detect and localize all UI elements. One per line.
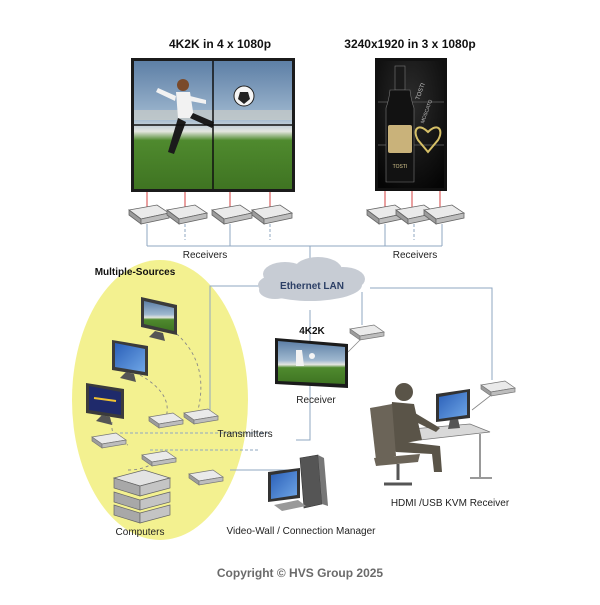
right-wall-title: 3240x1920 in 3 x 1080p [344, 37, 475, 51]
receiver-label: Receiver [296, 395, 336, 406]
bottle-brand-text: TOSTI [393, 164, 408, 170]
fourk-receiver-box [349, 324, 385, 341]
ethernet-label: Ethernet LAN [280, 281, 344, 292]
manager-monitor [268, 468, 306, 511]
source-monitor-1 [141, 297, 177, 341]
fourk-monitor [275, 338, 348, 388]
fourk-link [347, 339, 361, 353]
copyright-text: Copyright © HVS Group 2025 [217, 566, 384, 580]
fourk-title: 4K2K [299, 326, 325, 337]
source-monitor-3 [86, 383, 124, 425]
wine-bottle-image: TOSTI [385, 65, 415, 183]
manager-tower [299, 454, 328, 509]
computers-stack-icon [112, 469, 172, 524]
kvm-monitor [436, 389, 470, 429]
wine-brand-vertical: TOSTI [415, 82, 427, 101]
computers-label: Computers [116, 527, 165, 538]
left-video-wall [131, 58, 295, 192]
wall-links [146, 191, 441, 207]
right-video-wall: TOSTI MOSCATO TOSTI [375, 58, 447, 191]
lan-lines [120, 224, 493, 471]
kvm-label: HDMI /USB KVM Receiver [391, 498, 510, 509]
kvm-link [471, 395, 491, 411]
heart-icon [414, 126, 442, 154]
receiver-boxes-right [366, 204, 466, 225]
multiple-sources-label: Multiple-Sources [95, 267, 176, 278]
manager-label: Video-Wall / Connection Manager [227, 526, 377, 537]
football-icon [233, 85, 255, 107]
office-chair [370, 404, 420, 486]
receiver-boxes-left [128, 204, 294, 225]
kvm-receiver-box [480, 380, 516, 397]
source-monitor-2 [112, 340, 148, 382]
transmitter-boxes [91, 408, 224, 486]
ethernet-cloud-icon [258, 257, 365, 301]
transmitters-label: Transmitters [217, 429, 272, 440]
left-wall-title: 4K2K in 4 x 1080p [169, 37, 271, 51]
sources-highlight [72, 260, 248, 540]
person-silhouette [388, 383, 442, 472]
receivers-right-label: Receivers [393, 250, 437, 261]
receivers-left-label: Receivers [183, 250, 227, 261]
